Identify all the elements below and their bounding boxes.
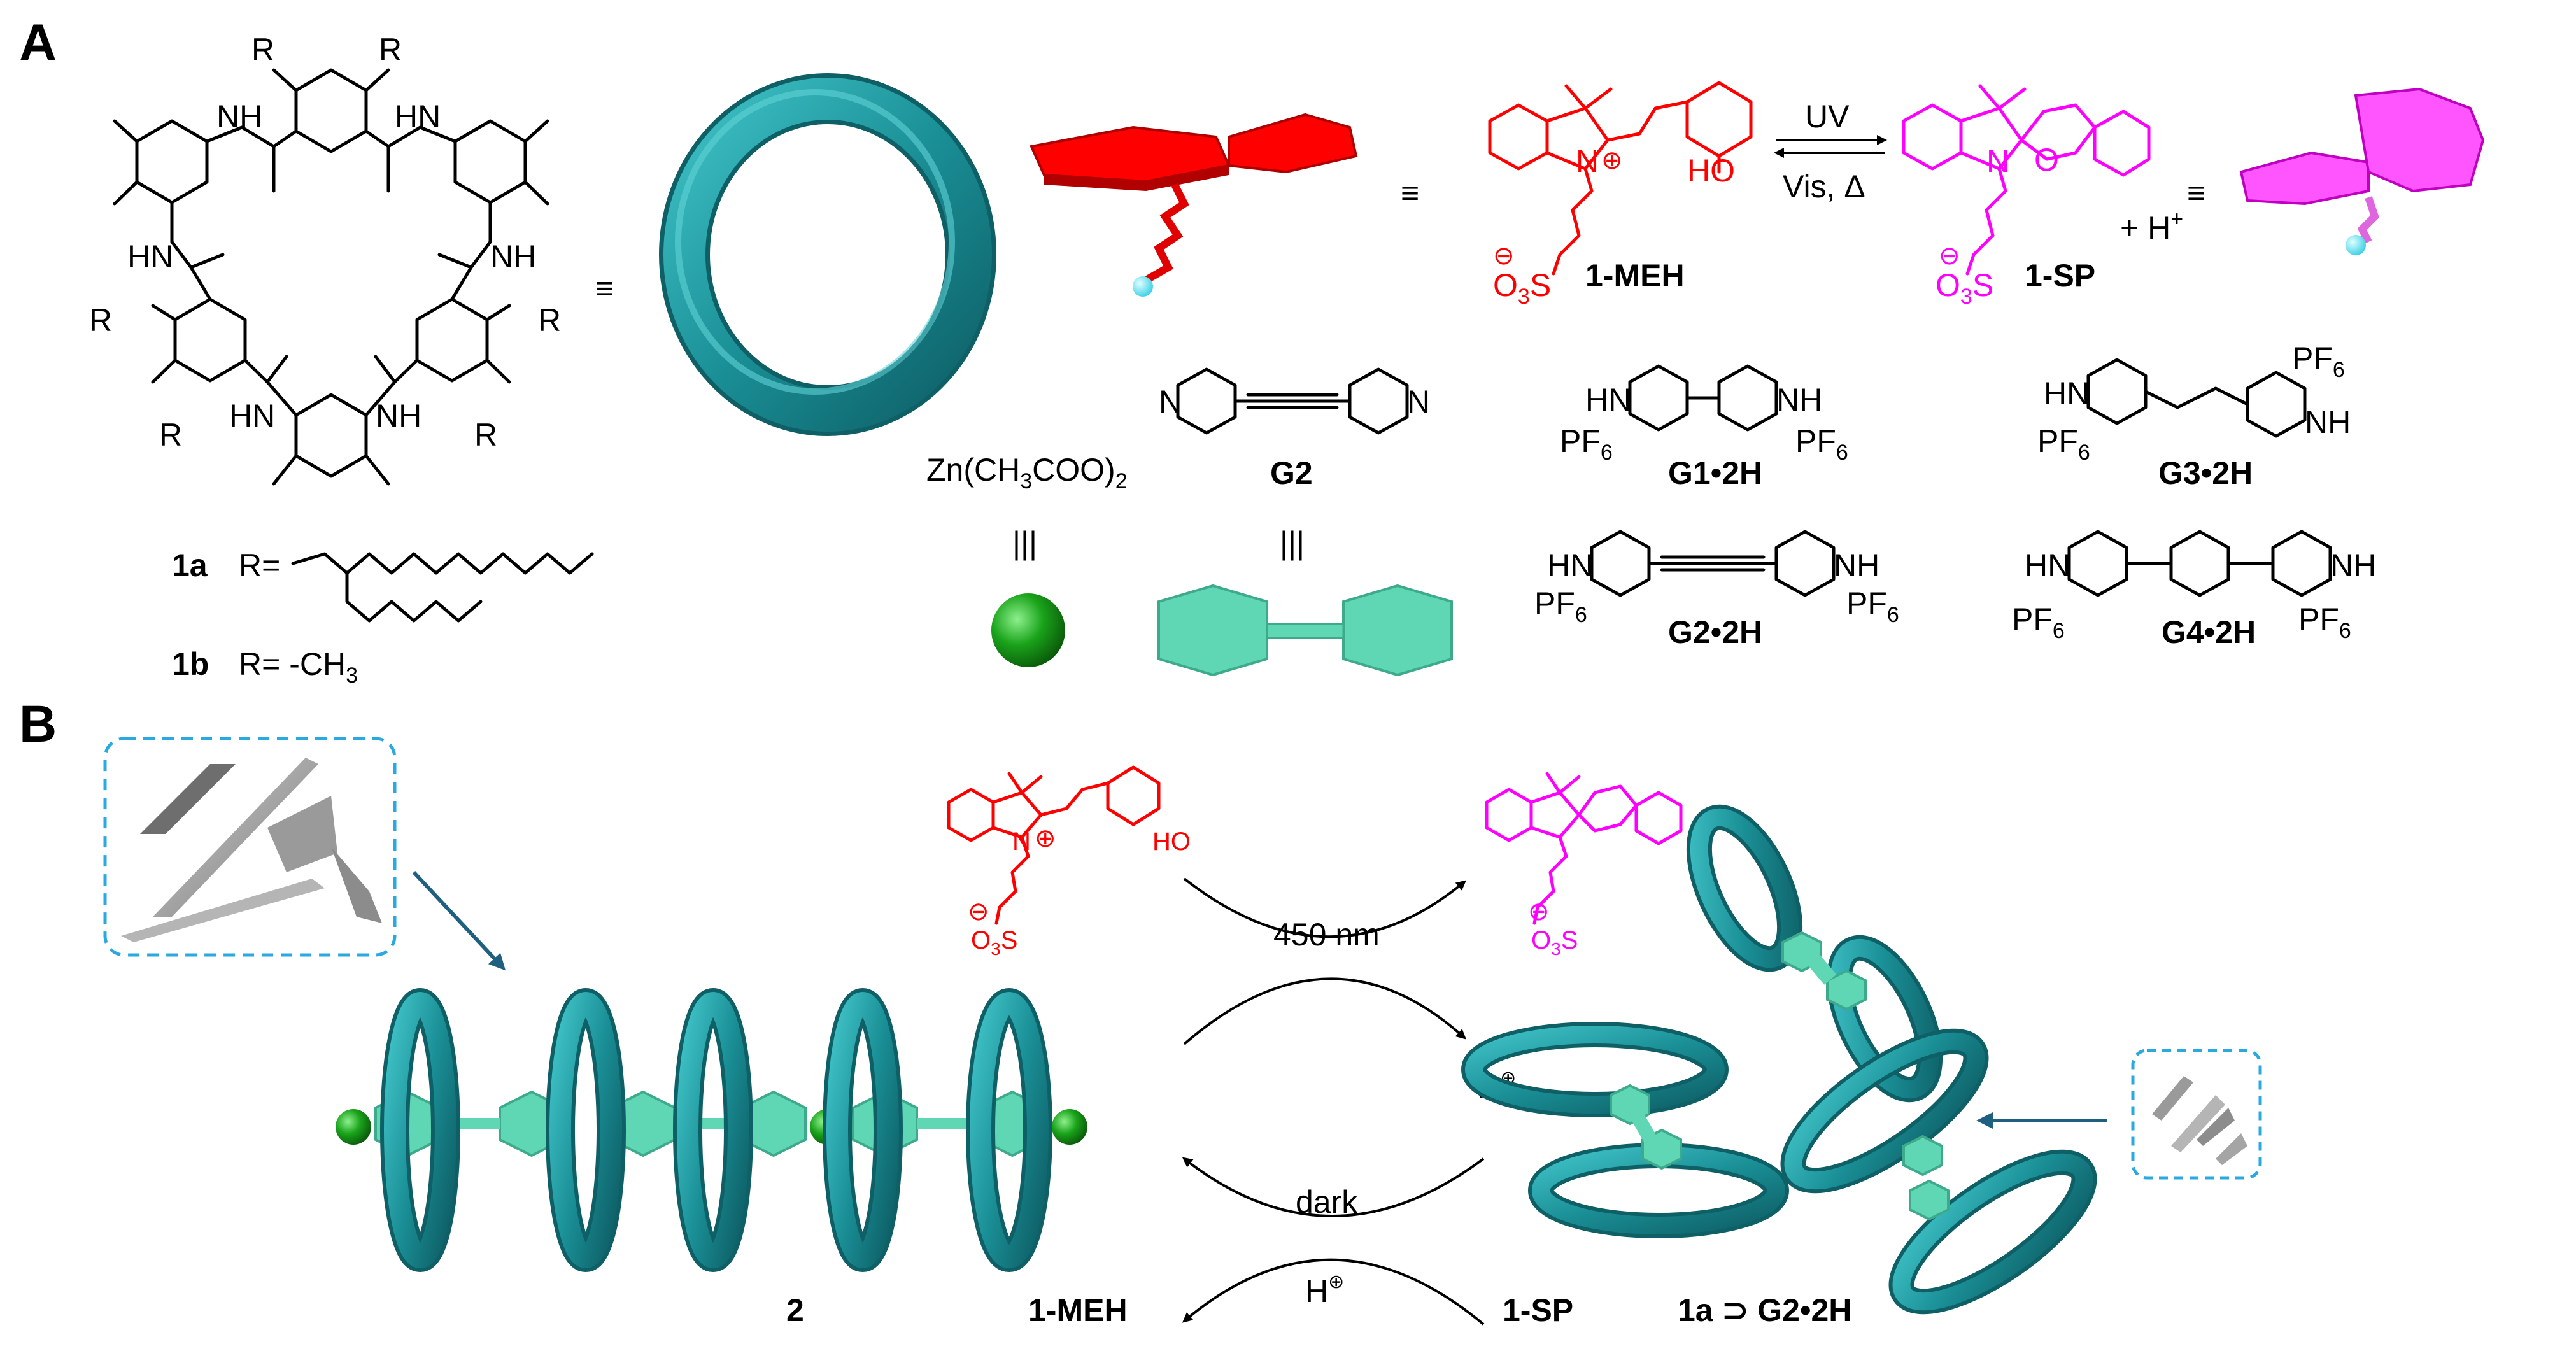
meh-3d-model bbox=[1030, 113, 1358, 297]
g3-pf6-left: PF6 bbox=[2037, 423, 2090, 465]
host-guest-complexes bbox=[1461, 804, 2097, 1315]
g2h-pf6-right: PF6 bbox=[1846, 586, 1899, 627]
guest-g2: HN NH PF6 PF6 bbox=[1534, 530, 1899, 627]
branched-alkyl-chain bbox=[291, 552, 594, 623]
guest-g3: HN NH PF6 PF6 bbox=[2037, 341, 2351, 465]
sp-structure-small: ⊖ O3S bbox=[1485, 772, 1683, 959]
g1-name: G1•2H bbox=[1668, 455, 1762, 491]
meh-o3s: O3S bbox=[1493, 267, 1551, 309]
g2-name: G2 bbox=[1270, 455, 1313, 491]
meh-structure: N ⊕ HO ⊖ O3S bbox=[1488, 81, 1753, 309]
equiv-symbol-3: ≡ bbox=[2187, 175, 2205, 211]
macrocycle-structure: R R R R R R NH HN HN NH HN NH bbox=[89, 32, 561, 486]
sp-structure: N O ⊖ O3S bbox=[1902, 84, 2151, 309]
g2-equiv: ||| bbox=[1280, 525, 1305, 561]
sp-3d-model bbox=[2239, 87, 2485, 255]
meh-label-b: 1-MEH bbox=[1028, 1292, 1128, 1328]
guest-g1: HN NH PF6 PF6 bbox=[1560, 364, 1848, 465]
meh-name: 1-MEH bbox=[1585, 258, 1685, 294]
meh-oh: HO bbox=[1687, 153, 1735, 188]
zn-acetate: Zn(CH3COO)2 bbox=[926, 452, 1128, 493]
meh-small-plus: ⊕ bbox=[1035, 824, 1056, 852]
meh-plus: ⊕ bbox=[1601, 146, 1623, 174]
label-1a-eq: R= bbox=[239, 548, 280, 583]
panel-b-label: B bbox=[19, 695, 57, 753]
macrocycle-torus bbox=[659, 73, 996, 436]
sp-o: O bbox=[2034, 142, 2059, 178]
r-label-3: R bbox=[89, 302, 112, 338]
inset-arrow-left bbox=[412, 870, 506, 971]
label-1b: 1b bbox=[172, 646, 209, 682]
g3-name: G3•2H bbox=[2158, 455, 2253, 491]
meh-small-oh: HO bbox=[1152, 828, 1191, 856]
g4-nh: NH bbox=[2330, 548, 2376, 583]
sp-small-o3s: O3S bbox=[1531, 926, 1578, 959]
supramolecular-polymer bbox=[336, 988, 1087, 1272]
equiv-symbol-2: ≡ bbox=[1401, 175, 1419, 211]
zinc-sphere bbox=[991, 593, 1065, 667]
sp-minus: ⊖ bbox=[1939, 242, 1960, 270]
nh-label-4: NH bbox=[376, 398, 421, 434]
sp-o3s: O3S bbox=[1936, 267, 1993, 309]
equiv-symbol-1: ≡ bbox=[595, 271, 614, 306]
meh-small-minus: ⊖ bbox=[968, 898, 989, 926]
hn-label-2: HN bbox=[229, 398, 275, 434]
nh-label-3: NH bbox=[490, 239, 536, 274]
r-label-1: R bbox=[251, 32, 274, 67]
r-label-5: R bbox=[538, 302, 561, 338]
g2-structure: N N bbox=[1159, 367, 1430, 435]
switch-reverse: Vis, Δ bbox=[1783, 169, 1865, 204]
g4-hn: HN bbox=[2025, 548, 2070, 583]
guest-g4: HN NH PF6 PF6 bbox=[2012, 530, 2376, 643]
meh-structure-small: N ⊕ HO ⊖ O3S bbox=[947, 765, 1191, 959]
g1-hn: HN bbox=[1585, 382, 1631, 418]
meh-small-n: N bbox=[1012, 828, 1031, 856]
g3-hn: HN bbox=[2044, 376, 2090, 411]
switch-forward: UV bbox=[1805, 99, 1850, 134]
hn-label-1: HN bbox=[127, 239, 173, 274]
label-1a: 1a bbox=[172, 548, 208, 583]
g1-nh: NH bbox=[1776, 382, 1822, 418]
sp-name: 1-SP bbox=[2025, 258, 2095, 294]
meh-small-o3s: O3S bbox=[971, 926, 1017, 959]
g3-nh: NH bbox=[2305, 404, 2351, 440]
complex-label: 1a ⊃ G2•2H bbox=[1678, 1292, 1851, 1328]
meh-n: N bbox=[1576, 143, 1599, 179]
panel-a-label: A bbox=[19, 14, 57, 72]
reaction-arrows: 450 nm dark H⊕ H⊕ bbox=[1182, 877, 1516, 1326]
g4-name: G4•2H bbox=[2162, 614, 2256, 650]
g2h-name: G2•2H bbox=[1668, 614, 1762, 650]
hplus-lower: H⊕ bbox=[1305, 1271, 1344, 1309]
condition-450nm: 450 nm bbox=[1273, 917, 1380, 952]
r-label-4: R bbox=[159, 417, 182, 453]
crystals-inset-large bbox=[103, 737, 397, 957]
g4-pf6-left: PF6 bbox=[2012, 602, 2065, 643]
nh-label-1: NH bbox=[216, 99, 262, 134]
g2h-hn: HN bbox=[1547, 548, 1593, 583]
sp-small-minus: ⊖ bbox=[1528, 898, 1550, 926]
g2-3d-model bbox=[1157, 584, 1453, 677]
g2-n-right: N bbox=[1407, 384, 1430, 420]
r-label-6: R bbox=[474, 417, 497, 453]
g4-pf6-right: PF6 bbox=[2298, 602, 2351, 643]
r-label-2: R bbox=[379, 32, 402, 67]
g2h-pf6-left: PF6 bbox=[1534, 586, 1587, 627]
condition-dark: dark bbox=[1296, 1184, 1358, 1220]
polymer-label: 2 bbox=[786, 1292, 804, 1328]
zn-equiv: ||| bbox=[1012, 525, 1037, 561]
g3-pf6-top: PF6 bbox=[2292, 341, 2345, 382]
g2h-nh: NH bbox=[1834, 548, 1879, 583]
sp-n: N bbox=[1986, 143, 2009, 179]
photoswitch-arrows: UV Vis, Δ bbox=[1774, 99, 1887, 204]
label-1b-eq: R= -CH3 bbox=[239, 646, 358, 688]
crystals-inset-small bbox=[2131, 1049, 2262, 1180]
g1-pf6-left: PF6 bbox=[1560, 423, 1613, 465]
nh-label-2: HN bbox=[395, 99, 441, 134]
g1-pf6-right: PF6 bbox=[1795, 423, 1848, 465]
sp-hplus: + H+ bbox=[2120, 207, 2183, 246]
meh-minus: ⊖ bbox=[1493, 242, 1515, 270]
g2-n-left: N bbox=[1159, 384, 1182, 420]
sp-label-b: 1-SP bbox=[1503, 1292, 1573, 1328]
